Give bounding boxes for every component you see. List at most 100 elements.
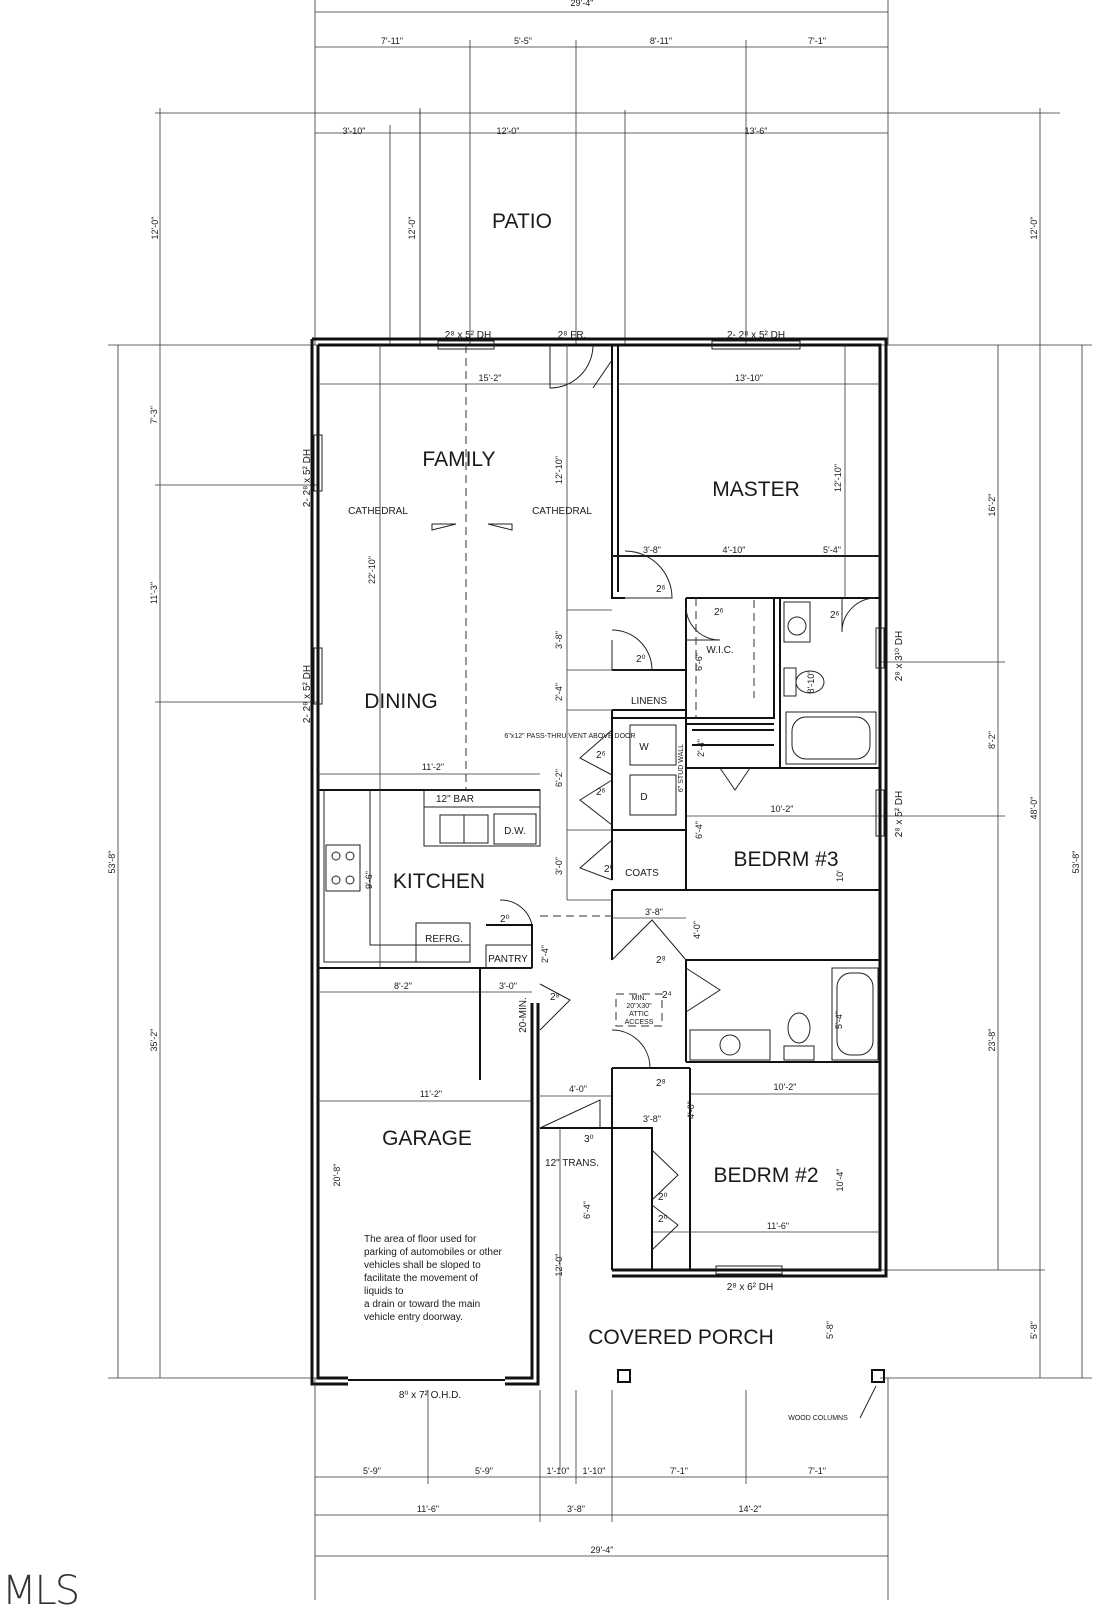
bath2-toilet	[787, 1012, 811, 1044]
window-master-right: 2⁸ x 3¹⁰ DH	[894, 631, 905, 681]
bottom-row1-dim-5: 7'-1"	[670, 1466, 688, 1476]
patio-depth-inner: 12'-0"	[407, 217, 417, 240]
garage-width-dim: 11'-2"	[420, 1089, 442, 1099]
kitchen-label: KITCHEN	[393, 870, 485, 893]
top-row2-dim-3: 13'-6"	[745, 126, 768, 136]
door-laundry-2: 2⁶	[596, 787, 606, 798]
right-dim-8-2: 8'-2"	[987, 731, 997, 749]
left-dim-7-3: 7'-3"	[149, 406, 159, 424]
transom-note: 12" TRANS.	[545, 1158, 599, 1169]
top-dimensions: 29'-4" 7'-11" 5'-5" 8'-11" 7'-1" 3'-10" …	[155, 0, 1060, 345]
bottom-dimensions: 5'-9" 5'-9" 1'-10" 1'-10" 7'-1" 7'-1" 11…	[314, 1378, 889, 1600]
master-row-dim-2: 4'-10"	[723, 545, 746, 555]
bar-label: 12" BAR	[436, 794, 474, 805]
window-patio-right: 2- 2⁸ x 5² DH	[727, 330, 785, 341]
garage-label: GARAGE	[382, 1127, 472, 1150]
garage-row-dim-1: 8'-2"	[394, 981, 412, 991]
dining-depth-dim: 22'-10"	[367, 556, 377, 584]
garage-depth-dim: 20'-8"	[332, 1164, 342, 1187]
bed3-depth-dim: 10'	[835, 870, 845, 882]
washer-label: W	[639, 742, 649, 753]
bed2-top-dim: 10'-2"	[774, 1082, 797, 1092]
door-linens: 2⁰	[636, 654, 646, 665]
pantry-box	[485, 944, 533, 969]
door-bed3: 2⁸	[656, 955, 666, 966]
left-dimensions: 7'-3" 11'-3" 53'-8" 35'-2"	[107, 344, 340, 1379]
hall-dim-3: 6'-2"	[554, 769, 564, 787]
master-row-dim-3: 5'-4"	[823, 545, 841, 555]
dw-label: D.W.	[504, 826, 526, 837]
left-dim-11-3: 11'-3"	[149, 582, 159, 604]
bath2-dim: 5'-4"	[834, 1011, 844, 1029]
bottom-row2-dim-2: 3'-8"	[567, 1504, 585, 1514]
door-family-master: 2⁶	[656, 584, 666, 595]
laundry-depth-dim: 6'-4"	[694, 821, 704, 839]
dryer-label: D	[640, 792, 647, 803]
kitchen-width-dim: 11'-2"	[422, 762, 444, 772]
bottom-overall-dim: 29'-4"	[591, 1545, 614, 1555]
porch-right-dim: 5'-8"	[825, 1321, 835, 1339]
dashed-lines	[465, 345, 755, 917]
right-dim-53-8: 53'-8"	[1071, 851, 1081, 874]
door-coats: 2⁰	[604, 864, 614, 875]
bath2-vanity	[689, 1029, 771, 1061]
garage-door-label: 8⁰ x 7² O.H.D.	[399, 1390, 461, 1401]
top-row1-dim-2: 5'-5"	[514, 36, 532, 46]
top-row1-dim-3: 8'-11"	[650, 36, 672, 46]
patio-door-label: 2⁸ FR.	[558, 330, 587, 341]
door-garage-entry: 2⁸	[550, 992, 560, 1003]
bed3-width-dim: 10'-2"	[771, 804, 794, 814]
wood-column-right	[871, 1369, 885, 1383]
bedrm2-label: BEDRM #2	[713, 1164, 818, 1187]
patio-door-swing	[549, 344, 594, 389]
wic-depth-dim: 6'-6"	[694, 653, 704, 671]
master-tub	[785, 711, 877, 765]
door-closet3: 3⁰	[584, 1134, 594, 1145]
master-width-dim: 13'-10"	[735, 373, 763, 383]
room-labels: FAMILY MASTER DINING KITCHEN BEDRM #3 BE…	[364, 448, 838, 1349]
garage-note-6: a drain or toward the main	[364, 1299, 480, 1310]
garage-note-2: parking of automobiles or other	[364, 1247, 503, 1258]
patio-depth-left: 12'-0"	[150, 217, 160, 240]
hall-lower2-dim: 3'-8"	[643, 1114, 661, 1124]
family-depth-dim: 12'-10"	[554, 456, 564, 484]
patio-depth-right: 12'-0"	[1029, 217, 1039, 240]
bath-depth-dim: 8'-10"	[806, 671, 816, 694]
master-toilet-tank	[783, 667, 797, 697]
window-bedrm3-right: 2⁸ x 5² DH	[894, 791, 905, 837]
master-label: MASTER	[712, 478, 800, 501]
bottom-row1-dim-3: 1'-10"	[547, 1466, 570, 1476]
bottom-row1-dim-6: 7'-1"	[808, 1466, 826, 1476]
garage-note-5: liquids to	[364, 1286, 404, 1297]
notes: CATHEDRAL CATHEDRAL 6"x12" PASS-THRU VEN…	[348, 506, 848, 1422]
garage-note-3: vehicles shall be sloped to	[364, 1260, 481, 1271]
garage-note-4: facilitate the movement of	[364, 1273, 478, 1284]
linens-label: LINENS	[631, 696, 667, 707]
bottom-row1-dim-2: 5'-9"	[475, 1466, 493, 1476]
door-wic: 2⁶	[714, 607, 724, 618]
right-dim-48-0: 48'-0"	[1029, 797, 1039, 820]
right-dim-16-2: 16'-2"	[987, 494, 997, 517]
patio-dimensions: 12'-0" 12'-0" 12'-0" PATIO	[150, 108, 1041, 345]
min-20-note: 20-MIN.	[518, 997, 529, 1033]
bottom-row2-dim-3: 14'-2"	[739, 1504, 762, 1514]
bath2-toilet-tank	[783, 1045, 815, 1061]
wic-label: W.I.C.	[706, 645, 733, 656]
fixtures	[323, 523, 885, 1419]
mls-watermark: MLS	[2, 1568, 80, 1614]
wood-column-left	[617, 1369, 631, 1383]
top-row1-dim-1: 7'-11"	[381, 36, 403, 46]
cathedral-left: CATHEDRAL	[348, 506, 408, 517]
garage-row-dim-2: 3'-0"	[499, 981, 517, 991]
hall-dim-4: 3'-0"	[554, 857, 564, 875]
porch-depth-dim: 12'-0"	[554, 1254, 564, 1277]
door-master-bath: 2⁶	[830, 610, 840, 621]
hall-4-0-dim: 4'-0"	[692, 921, 702, 939]
master-row-dim-1: 3'-8"	[643, 545, 661, 555]
bottom-row1-dim-1: 5'-9"	[363, 1466, 381, 1476]
hall-3-8-dim: 3'-8"	[645, 907, 663, 917]
kitchen-depth-dim: 9'-6"	[364, 871, 374, 889]
bed2-gap-dim: 4'-0"	[686, 1101, 696, 1119]
attic-note-4: ACCESS	[625, 1019, 654, 1026]
